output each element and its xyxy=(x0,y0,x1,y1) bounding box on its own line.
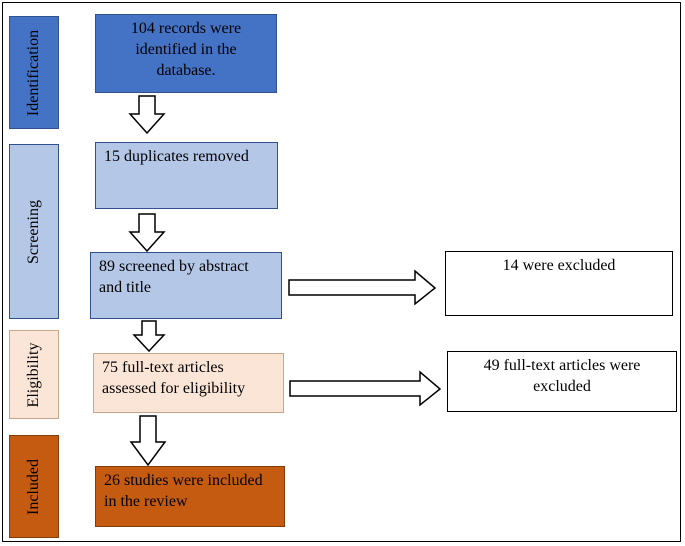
box-excluded-screening-line-1: 14 were excluded xyxy=(502,257,616,274)
box-duplicates-removed: 15 duplicates removed xyxy=(95,142,278,209)
box-screened-line-1: 89 screened by abstract xyxy=(99,258,249,275)
stage-identification-label: Identification xyxy=(25,29,42,116)
box-duplicates-removed-line-1: 15 duplicates removed xyxy=(104,148,249,165)
box-studies-included: 26 studies were included in the review xyxy=(95,466,285,527)
right-arrow-icon xyxy=(289,370,442,407)
stage-included: Included xyxy=(9,435,59,538)
box-records-identified: 104 records were identified in the datab… xyxy=(95,14,277,93)
box-records-identified-line-1: 104 records were xyxy=(130,20,242,37)
stage-screening-label: Screening xyxy=(25,199,42,264)
right-arrow-icon xyxy=(288,269,437,306)
box-fulltext-assessed-line-1: 75 full-text articles xyxy=(102,359,224,376)
stage-screening: Screening xyxy=(9,144,59,319)
box-studies-included-line-2: in the review xyxy=(104,493,188,510)
box-studies-included-line-1: 26 studies were included xyxy=(104,472,263,489)
box-screened-line-2: and title xyxy=(99,279,151,296)
stage-identification: Identification xyxy=(9,16,59,129)
box-excluded-fulltext: 49 full-text articles were excluded xyxy=(447,351,677,412)
box-fulltext-assessed: 75 full-text articles assessed for eligi… xyxy=(93,353,284,413)
stage-eligibility: Eligibility xyxy=(9,330,59,419)
box-records-identified-line-2: identified in the xyxy=(135,41,237,58)
down-arrow-icon xyxy=(129,415,167,467)
box-excluded-fulltext-line-2: excluded xyxy=(533,378,591,395)
down-arrow-icon xyxy=(132,320,166,353)
box-fulltext-assessed-line-2: assessed for eligibility xyxy=(102,380,246,397)
box-excluded-screening: 14 were excluded xyxy=(445,251,673,316)
box-records-identified-line-3: database. xyxy=(156,62,216,79)
stage-included-label: Included xyxy=(25,458,42,515)
stage-eligibility-label: Eligibility xyxy=(25,342,42,407)
box-excluded-fulltext-line-1: 49 full-text articles were xyxy=(483,357,641,374)
down-arrow-icon xyxy=(128,95,166,135)
box-screened: 89 screened by abstract and title xyxy=(90,252,282,319)
down-arrow-icon xyxy=(128,213,166,253)
